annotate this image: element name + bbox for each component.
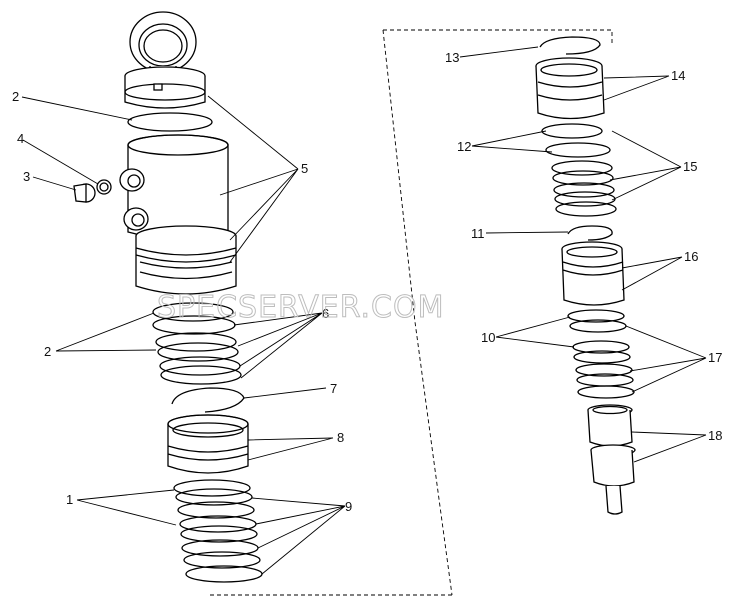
callout-2-mid: 2	[44, 344, 51, 359]
ring-stack-lower	[173, 479, 263, 583]
callout-7: 7	[330, 381, 337, 396]
callout-15: 15	[683, 159, 697, 174]
plug-part-3	[73, 183, 96, 203]
callout-18: 18	[708, 428, 722, 443]
callout-3: 3	[23, 169, 30, 184]
callout-8: 8	[337, 430, 344, 445]
callout-5: 5	[301, 161, 308, 176]
ring-stack-12-15	[541, 123, 617, 217]
cylinder-eye	[129, 11, 197, 77]
ring-stack-10-17	[567, 309, 635, 399]
cylinder-piston-upper	[135, 225, 237, 295]
cylinder-body	[119, 134, 229, 240]
sleeve-16	[561, 241, 625, 306]
callout-17: 17	[708, 350, 722, 365]
callout-11: 11	[471, 226, 485, 241]
callout-2-top: 2	[12, 89, 19, 104]
callout-13: 13	[445, 50, 459, 65]
callout-1: 1	[66, 492, 73, 507]
lower-piston-8	[167, 414, 249, 474]
left-cylinder-assembly	[73, 11, 263, 583]
cylinder-head	[124, 66, 206, 109]
leader-lines	[21, 46, 707, 575]
ring-2-top	[127, 112, 213, 132]
callout-4: 4	[17, 131, 24, 146]
right-valve-assembly	[535, 36, 636, 515]
callout-6: 6	[322, 306, 329, 321]
split-ring-13	[539, 36, 601, 55]
callout-9: 9	[345, 499, 352, 514]
washer-part-4	[96, 179, 112, 195]
watermark-text: SPECSERVER.COM	[157, 290, 444, 325]
split-ring-7	[171, 387, 245, 413]
callout-16: 16	[684, 249, 698, 264]
callouts: 13 14 12 15 11 16 10 17 18 2 4 3 5 6 2 7…	[12, 50, 722, 514]
plunger-18	[587, 404, 636, 515]
callout-10: 10	[481, 330, 495, 345]
group-boundary-dashed	[210, 29, 613, 596]
sleeve-14	[535, 57, 605, 120]
callout-14: 14	[671, 68, 685, 83]
callout-12: 12	[457, 139, 471, 154]
split-ring-11	[567, 225, 613, 241]
